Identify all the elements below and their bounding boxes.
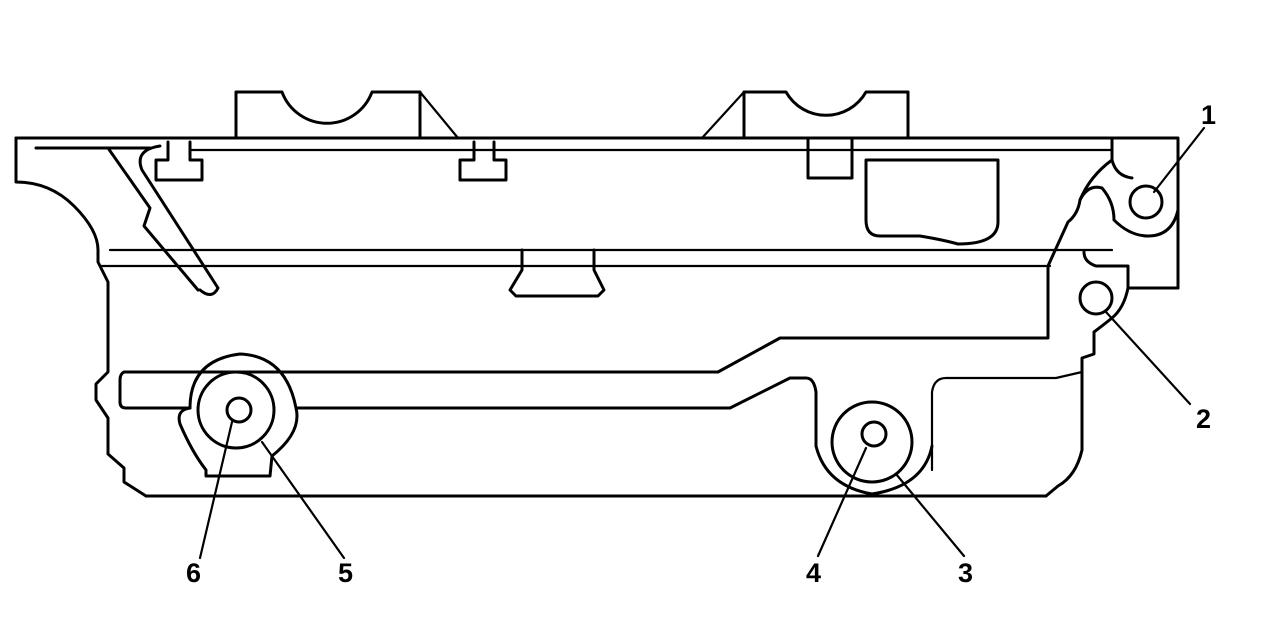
left-end xyxy=(14,136,1048,498)
port-window xyxy=(864,158,1000,246)
callout-3: 3 xyxy=(958,558,973,588)
bolt-hole-1 xyxy=(1128,184,1164,220)
leader-2 xyxy=(1104,310,1192,406)
bolt-hole-6 xyxy=(225,396,253,424)
upper-deck xyxy=(14,136,1180,290)
lower-boss-right xyxy=(814,400,934,496)
leader-4 xyxy=(816,446,868,558)
bolt-hole-4 xyxy=(860,420,888,448)
washer-5 xyxy=(196,370,276,450)
leader-1 xyxy=(1152,126,1206,194)
leader-6 xyxy=(198,420,234,560)
washer-3 xyxy=(830,400,914,484)
cam-bearing-left xyxy=(234,90,460,140)
bolt-hole-2 xyxy=(1078,280,1114,316)
bolt-boss-2 xyxy=(930,250,1180,498)
leader-lines xyxy=(198,126,1206,560)
callout-1: 1 xyxy=(1201,100,1216,130)
leader-5 xyxy=(260,440,346,560)
callout-6: 6 xyxy=(186,558,201,588)
callout-5: 5 xyxy=(338,558,353,588)
callout-2: 2 xyxy=(1196,404,1211,434)
leader-3 xyxy=(894,472,966,558)
callout-4: 4 xyxy=(806,558,821,588)
deck-tabs xyxy=(154,138,854,298)
bolt-boss-1 xyxy=(118,136,1180,410)
callout-labels: 1 2 3 4 5 6 xyxy=(186,100,1216,588)
cam-bearing-right xyxy=(700,90,910,140)
